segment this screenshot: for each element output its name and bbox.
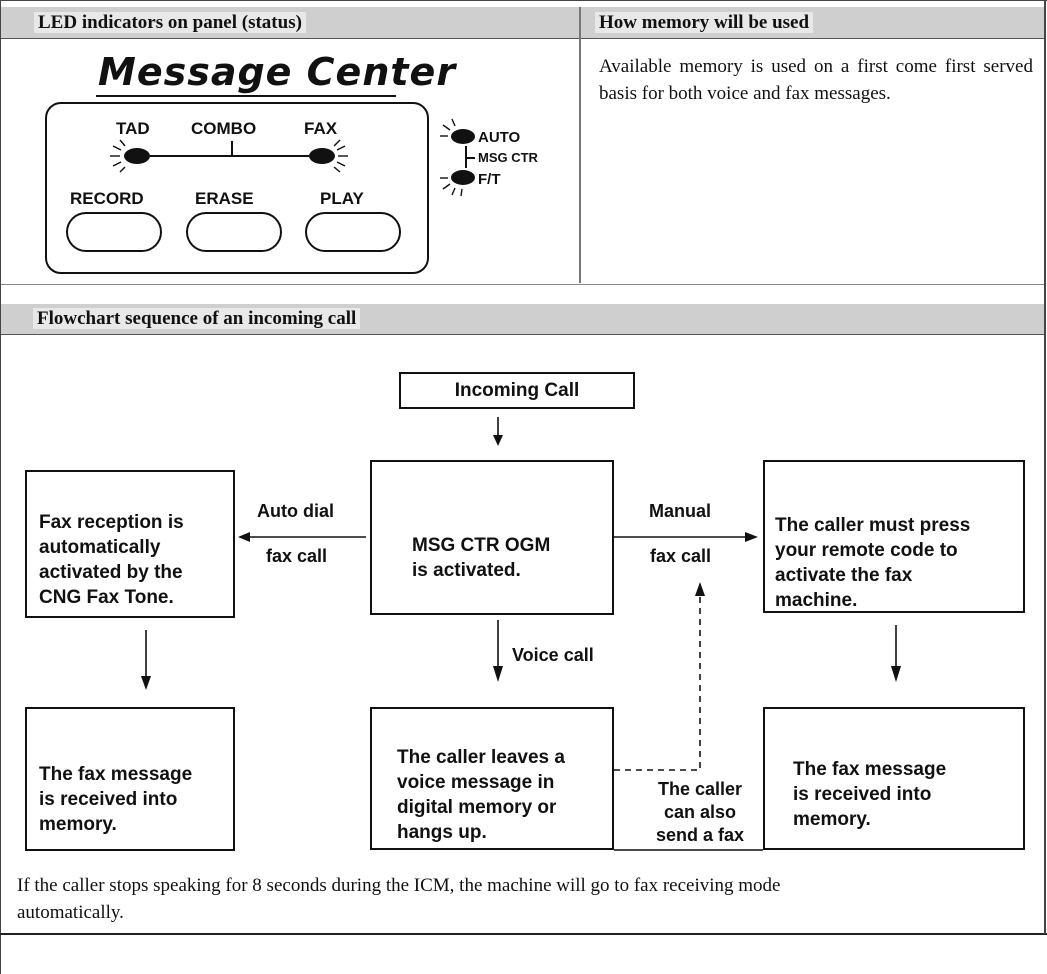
tad-label: TAD [116, 119, 150, 138]
frame-top [0, 0, 1047, 1]
incoming-call-box: Incoming Call [399, 372, 635, 409]
right-box-text: The caller must press your remote code t… [775, 515, 971, 611]
auto-label: AUTO [478, 129, 521, 146]
center-box-text: MSG CTR OGM is activated. [412, 535, 551, 581]
memory-section-header: How memory will be used [581, 7, 1044, 39]
bottom-right-box: The fax message is received into memory. [763, 707, 1025, 850]
auto-dial-label: Auto dial [257, 501, 334, 521]
erase-label: ERASE [195, 189, 254, 208]
message-center-title: Message Center [98, 50, 457, 94]
fax-led [309, 148, 335, 164]
record-label: RECORD [70, 189, 144, 208]
bottom-left-box: The fax message is received into memory. [25, 707, 235, 851]
flow-section-header: Flowchart sequence of an incoming call [1, 303, 1044, 335]
right-box: The caller must press your remote code t… [763, 460, 1025, 613]
section-separator [1, 284, 1044, 304]
record-button[interactable] [66, 212, 162, 252]
combo-tick [231, 141, 233, 155]
memory-header-text: How memory will be used [595, 12, 814, 33]
footer-note: If the caller stops speaking for 8 secon… [17, 875, 781, 923]
left-box: Fax reception is automatically activated… [25, 470, 235, 618]
play-label: PLAY [320, 189, 364, 208]
memory-description: Available memory is used on a first come… [599, 56, 1033, 104]
dashed-fax-path [614, 592, 701, 771]
manual-label: Manual [649, 501, 712, 521]
play-button[interactable] [305, 212, 401, 252]
tad-led [124, 148, 150, 164]
auto-dial-label-2: fax call [266, 546, 328, 566]
bottom-right-box-text: The fax message is received into memory. [793, 759, 947, 830]
fax-label: FAX [304, 119, 338, 138]
frame-bottom [0, 933, 1047, 935]
center-box: MSG CTR OGM is activated. [370, 460, 614, 615]
erase-button[interactable] [186, 212, 282, 252]
bottom-center-box: The caller leaves a voice message in dig… [370, 707, 614, 850]
ft-led [451, 170, 475, 185]
bottom-left-box-text: The fax message is received into memory. [39, 764, 193, 835]
manual-label-2: fax call [650, 546, 712, 566]
frame-right [1044, 0, 1046, 934]
auto-led [451, 129, 475, 144]
title-underline [96, 95, 396, 97]
led-header-text: LED indicators on panel (status) [34, 12, 306, 33]
led-connector [150, 155, 309, 157]
incoming-call-text: Incoming Call [454, 380, 580, 401]
left-box-text: Fax reception is automatically activated… [39, 512, 184, 608]
flow-header-text: Flowchart sequence of an incoming call [33, 308, 361, 329]
combo-label: COMBO [191, 119, 257, 138]
also-fax-label: The caller can also send a fax [655, 779, 745, 845]
device-panel [45, 102, 429, 274]
bottom-center-box-text: The caller leaves a voice message in dig… [397, 747, 565, 843]
frame-left [0, 0, 1, 974]
ft-label: F/T [478, 171, 501, 188]
msg-ctr-label: MSG CTR [478, 150, 538, 165]
mode-tick [465, 157, 475, 159]
led-section-header: LED indicators on panel (status) [1, 7, 579, 39]
voice-call-label: Voice call [512, 645, 594, 665]
header-divider [579, 7, 581, 283]
